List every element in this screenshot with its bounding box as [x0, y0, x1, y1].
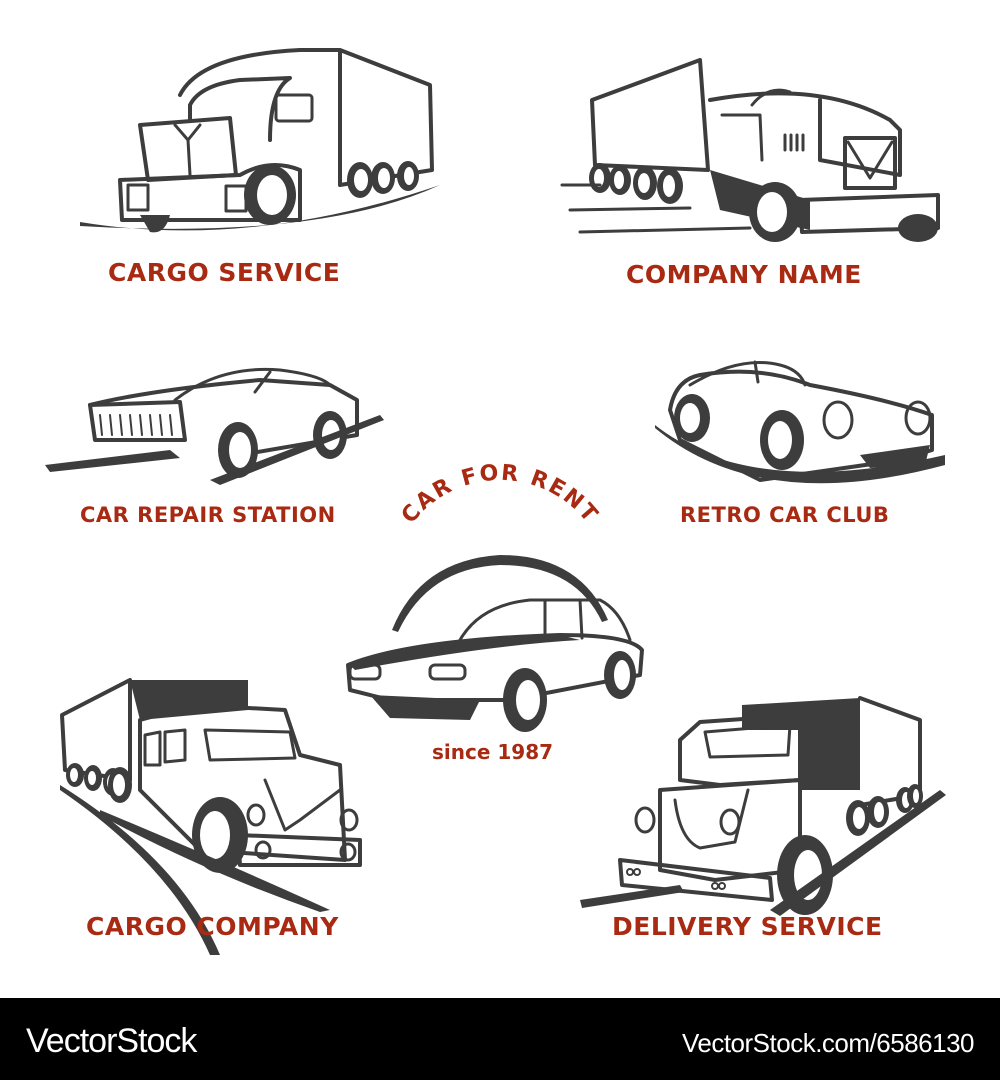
emblem-retro-car-club: RETRO CAR CLUB [500, 340, 1000, 540]
emblem-company-name: COMPANY NAME [500, 0, 1000, 300]
footer-image-id: VectorStock.com/6586130 [681, 1028, 975, 1058]
retro-car-icon [655, 360, 945, 484]
sports-car-icon [45, 367, 384, 485]
semi-truck-front-icon [80, 48, 440, 233]
label-cargo-service: CARGO SERVICE [108, 258, 341, 287]
label-cargo-company: CARGO COMPANY [86, 912, 339, 941]
emblem-car-repair-station: CAR REPAIR STATION [0, 340, 500, 540]
emblem-cargo-service: CARGO SERVICE [0, 0, 500, 300]
label-car-repair-station: CAR REPAIR STATION [80, 503, 336, 527]
box-truck-icon [60, 678, 362, 955]
semi-truck-side-icon [560, 58, 940, 242]
watermark-footer: VectorStock VectorStock.com/6586130 [0, 998, 1000, 1080]
label-delivery-service: DELIVERY SERVICE [612, 912, 883, 941]
emblem-delivery-service: DELIVERY SERVICE [500, 660, 1000, 960]
label-company-name: COMPANY NAME [626, 260, 862, 289]
footer-brand: VectorStock [26, 1022, 197, 1060]
delivery-truck-icon [580, 696, 946, 916]
emblem-cargo-company: CARGO COMPANY [0, 660, 500, 960]
label-retro-car-club: RETRO CAR CLUB [680, 503, 890, 527]
label-since-1987: since 1987 [432, 740, 554, 764]
